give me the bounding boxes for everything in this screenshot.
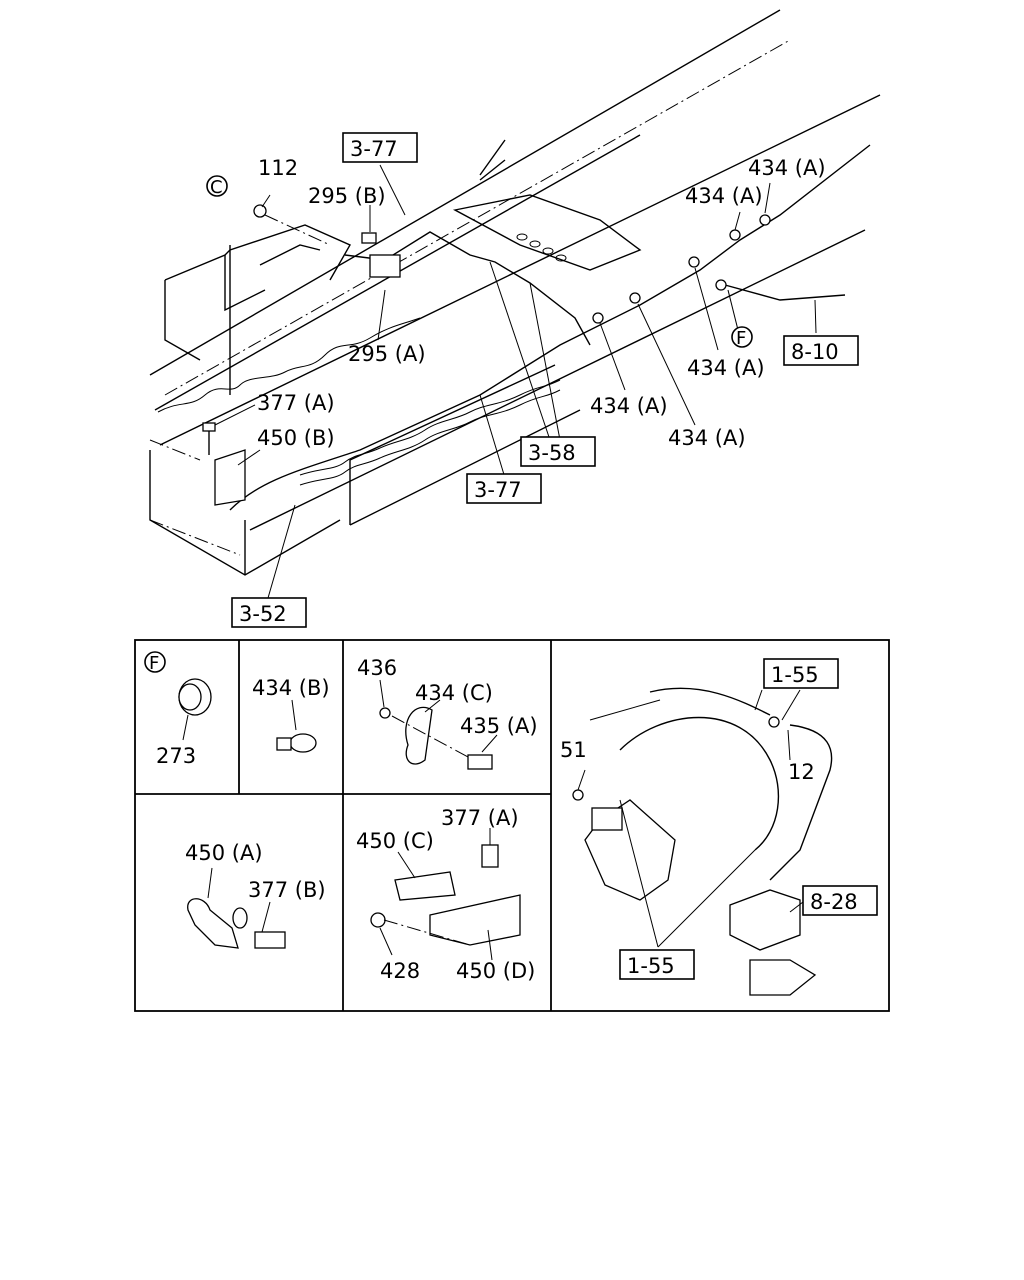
part-450c-450d-bracket [370, 828, 521, 961]
ref-8-28: 8-28 [810, 890, 858, 914]
part-434c-clamp [379, 679, 498, 770]
marker-c-circle [206, 175, 228, 197]
callout-434a-4: 434 (A) [590, 394, 668, 418]
callout-434a-5: 434 (A) [668, 426, 746, 450]
ref-1-55-bottom: 1-55 [627, 954, 675, 978]
callout-450d: 450 (D) [456, 959, 535, 983]
ref-box-3-77-top [342, 132, 418, 163]
callout-434a-2: 434 (A) [685, 184, 763, 208]
panel-f-label: F [149, 653, 159, 674]
callout-377b: 377 (B) [248, 878, 326, 902]
panel-f-circle [144, 651, 166, 673]
callout-435a: 435 (A) [460, 714, 538, 738]
part-450a-bracket [187, 867, 286, 949]
ref-8-10: 8-10 [791, 340, 839, 364]
marker-f-label: F [736, 328, 746, 349]
callout-295b: 295 (B) [308, 184, 386, 208]
callout-377a-bottom: 377 (A) [441, 806, 519, 830]
detail-panel-grid [134, 639, 890, 1012]
callout-428: 428 [380, 959, 420, 983]
callout-450a: 450 (A) [185, 841, 263, 865]
ref-3-77-mid: 3-77 [474, 478, 522, 502]
ref-box-8-10 [783, 335, 859, 366]
marker-c-label: C [210, 177, 223, 198]
callout-434c: 434 (C) [415, 681, 493, 705]
ref-3-58: 3-58 [528, 441, 576, 465]
ref-box-3-77-mid [466, 473, 542, 504]
callout-295a: 295 (A) [348, 342, 426, 366]
ref-1-55-top: 1-55 [771, 663, 819, 687]
callout-434b: 434 (B) [252, 676, 330, 700]
ref-3-77-top: 3-77 [350, 137, 398, 161]
callout-450b: 450 (B) [257, 426, 335, 450]
callout-51: 51 [560, 738, 587, 762]
ref-box-1-55-top [763, 658, 839, 689]
callout-450c: 450 (C) [356, 829, 434, 853]
callout-436: 436 [357, 656, 397, 680]
marker-f-circle [731, 326, 753, 348]
ref-box-3-52 [231, 597, 307, 628]
part-434b-clip [276, 699, 317, 753]
part-tank-assembly [572, 687, 833, 996]
frame-assembly-drawing [149, 9, 881, 599]
ref-box-3-58 [520, 436, 596, 467]
callout-112: 112 [258, 156, 298, 180]
part-273-grommet [178, 678, 212, 741]
callout-377a-top: 377 (A) [257, 391, 335, 415]
ref-3-52: 3-52 [239, 602, 287, 626]
ref-box-8-28 [802, 885, 878, 916]
callout-434a-1: 434 (A) [748, 156, 826, 180]
ref-box-1-55-bottom [619, 949, 695, 980]
callout-434a-3: 434 (A) [687, 356, 765, 380]
callout-273: 273 [156, 744, 196, 768]
callout-12: 12 [788, 760, 815, 784]
